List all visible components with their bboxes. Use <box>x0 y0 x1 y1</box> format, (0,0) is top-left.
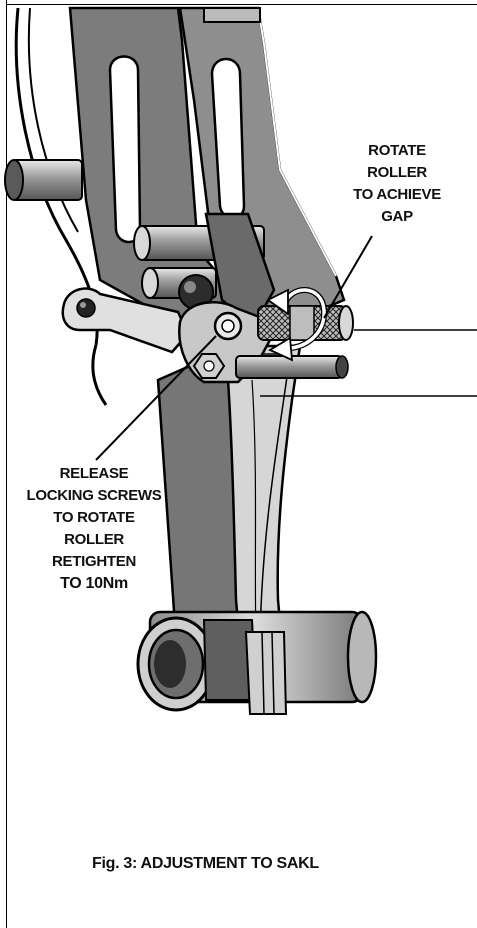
leader-release <box>95 335 217 461</box>
release-screws-label: RELEASE LOCKING SCREWS TO ROTATE ROLLER … <box>8 463 180 595</box>
cable-lower <box>91 344 108 406</box>
release-label-line-3: TO ROTATE <box>53 509 135 526</box>
release-label-line-1: RELEASE <box>59 465 129 482</box>
release-label-line-4: ROLLER <box>64 531 124 548</box>
locking-screw-upper <box>213 311 243 341</box>
rotation-arrow <box>266 287 328 362</box>
knurled-roller <box>257 305 354 341</box>
frame-top-border <box>6 4 477 5</box>
curved-lever <box>226 344 302 646</box>
rotate-label-line-2: ROLLER <box>367 164 427 181</box>
figure-caption: Fig. 3: ADJUSTMENT TO SAKL <box>92 855 319 872</box>
rotate-label-line-3: TO ACHIEVE <box>353 186 441 203</box>
frame-left-border <box>6 0 7 928</box>
locking-screw-lower <box>192 353 226 379</box>
rotate-label-line-1: ROTATE <box>368 142 426 159</box>
leader-rotate <box>323 235 373 319</box>
left-stub-shaft <box>4 159 83 201</box>
release-label-line-5: RETIGHTEN <box>52 553 136 570</box>
release-label-line-2: LOCKING SCREWS <box>26 487 162 504</box>
lever-boss-right <box>244 631 288 715</box>
rotate-label-line-4: GAP <box>381 208 413 225</box>
release-label-line-6: TO 10Nm <box>60 575 128 592</box>
rotate-roller-label: ROTATE ROLLER TO ACHIEVE GAP <box>342 140 452 228</box>
